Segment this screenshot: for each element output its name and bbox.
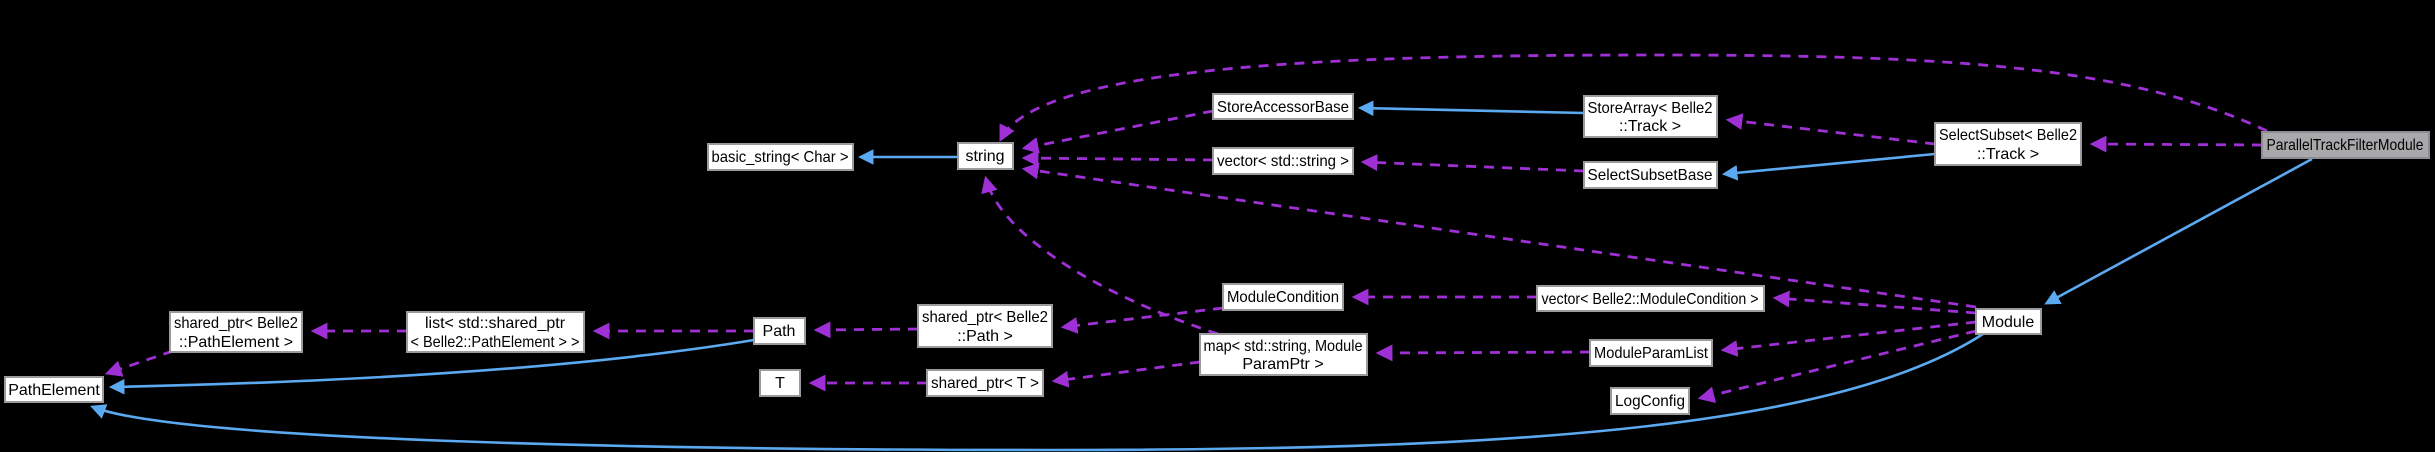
edge-vector-string-uses-string <box>1021 149 1214 167</box>
edge-map-uses-shared-ptr-t <box>1051 360 1201 388</box>
node-label: Module <box>1982 314 2035 331</box>
node-box <box>1199 333 1368 376</box>
node-t[interactable]: T <box>759 369 801 397</box>
node-basic-string[interactable]: basic_string< Char > <box>707 143 854 171</box>
node-box <box>169 311 303 353</box>
node-list-shared-ptr-path-element[interactable]: list< std::shared_ptr < Belle2::PathElem… <box>406 311 585 353</box>
edge-modulecondition-uses-shared-ptr-path <box>1060 306 1224 334</box>
node-box <box>707 143 854 171</box>
node-string[interactable]: string <box>957 142 1014 170</box>
node-shared-ptr-path[interactable]: shared_ptr< Belle2 ::Path > <box>917 304 1053 348</box>
node-store-accessor-base[interactable]: StoreAccessorBase <box>1212 93 1354 120</box>
node-box <box>753 317 806 345</box>
node-label: list< std::shared_ptr <box>425 315 566 332</box>
node-label: ModuleParamList <box>1594 345 1709 362</box>
node-module[interactable]: Module <box>1975 308 2042 335</box>
node-box <box>1212 93 1354 120</box>
node-label: ParallelTrackFilterModule <box>2267 137 2424 154</box>
node-select-subset-base[interactable]: SelectSubsetBase <box>1583 161 1718 189</box>
node-log-config[interactable]: LogConfig <box>1610 387 1690 415</box>
node-label: ::Track > <box>1619 118 1681 135</box>
node-label: vector< Belle2::ModuleCondition > <box>1542 291 1759 308</box>
edge-selectsubset-inherits-selectsubsetbase <box>1721 152 1936 181</box>
node-shared-ptr-path-element[interactable]: shared_ptr< Belle2 ::PathElement > <box>169 311 303 353</box>
node-label: basic_string< Char > <box>712 149 849 166</box>
node-module-condition[interactable]: ModuleCondition <box>1222 283 1344 311</box>
node-parallel-track-filter-module[interactable]: ParallelTrackFilterModule <box>2261 131 2430 159</box>
node-label: SelectSubsetBase <box>1588 167 1713 184</box>
edge-module-inherits-pathelement <box>90 332 1984 452</box>
node-path-element[interactable]: PathElement <box>4 376 104 403</box>
node-label: StoreArray< Belle2 <box>1588 100 1713 117</box>
node-box <box>406 311 585 353</box>
node-label: LogConfig <box>1615 393 1685 410</box>
edge-selectsubsetbase-uses-vector-string <box>1360 154 1585 173</box>
node-box <box>2261 131 2430 159</box>
node-label: SelectSubset< Belle2 <box>1939 127 2077 144</box>
edge-path-inherits-pathelement <box>108 338 755 395</box>
edge-selectsubset-uses-storearray <box>1725 113 1936 146</box>
edge-moduleparamlist-uses-map <box>1375 344 1591 362</box>
node-box <box>759 369 801 397</box>
node-shared-ptr-t[interactable]: shared_ptr< T > <box>926 369 1044 397</box>
edge-module-uses-string <box>1021 162 1977 309</box>
node-label: shared_ptr< Belle2 <box>922 309 1048 326</box>
node-label: < Belle2::PathElement > > <box>411 334 580 351</box>
node-label: ::Track > <box>1977 146 2039 163</box>
node-box <box>1583 95 1718 138</box>
node-box <box>1222 283 1344 311</box>
node-box <box>1583 161 1718 189</box>
node-box <box>1934 122 2082 166</box>
node-label: ModuleCondition <box>1227 289 1339 306</box>
node-label: StoreAccessorBase <box>1217 99 1349 116</box>
node-box <box>1610 387 1690 415</box>
node-vector-std-string[interactable]: vector< std::string > <box>1212 147 1354 175</box>
node-box <box>1975 308 2042 335</box>
node-label: string <box>965 148 1004 165</box>
node-label: ::Path > <box>957 328 1013 345</box>
node-box <box>917 304 1053 348</box>
node-label: Path <box>763 323 796 340</box>
node-box <box>1212 147 1354 175</box>
edge-storearray-inherits-storeaccessorbase <box>1357 100 1585 117</box>
node-store-array-track[interactable]: StoreArray< Belle2 ::Track > <box>1583 95 1718 138</box>
node-label: vector< std::string > <box>1217 153 1349 170</box>
node-label: ParamPtr > <box>1242 356 1323 373</box>
node-label: shared_ptr< Belle2 <box>174 315 298 332</box>
edges <box>90 53 2313 452</box>
edge-shared-ptr-path-uses-path <box>813 321 919 339</box>
node-select-subset-track[interactable]: SelectSubset< Belle2 ::Track > <box>1934 122 2082 166</box>
edge-module-uses-logconfig <box>1697 329 1977 403</box>
edge-storeaccessorbase-uses-string <box>1021 109 1214 154</box>
edge-shared-ptr-pathelement-uses-pathelement <box>104 349 174 377</box>
node-map-module-param-ptr[interactable]: map< std::string, Module ParamPtr > <box>1199 333 1368 376</box>
node-label: PathElement <box>8 382 100 399</box>
node-label: T <box>775 375 785 392</box>
node-label: ::PathElement > <box>179 334 293 351</box>
node-box <box>957 142 1014 170</box>
edge-module-uses-vector-modulecondition <box>1772 290 1977 315</box>
edge-paralleltrackfiltermodule-inherits-module <box>2044 157 2313 305</box>
edge-paralleltrackfiltermodule-uses-string <box>999 53 2268 142</box>
node-module-param-list[interactable]: ModuleParamList <box>1589 339 1713 367</box>
node-label: shared_ptr< T > <box>931 375 1039 392</box>
node-vector-module-condition[interactable]: vector< Belle2::ModuleCondition > <box>1536 285 1765 312</box>
node-box <box>4 376 104 403</box>
node-path[interactable]: Path <box>753 317 806 345</box>
edge-paralleltrackfiltermodule-uses-selectsubset <box>2089 135 2263 153</box>
edge-module-uses-moduleparamlist <box>1720 320 1977 357</box>
node-box <box>1589 339 1713 367</box>
node-label: map< std::string, Module <box>1204 338 1363 355</box>
node-box <box>1536 285 1765 312</box>
node-box <box>926 369 1044 397</box>
